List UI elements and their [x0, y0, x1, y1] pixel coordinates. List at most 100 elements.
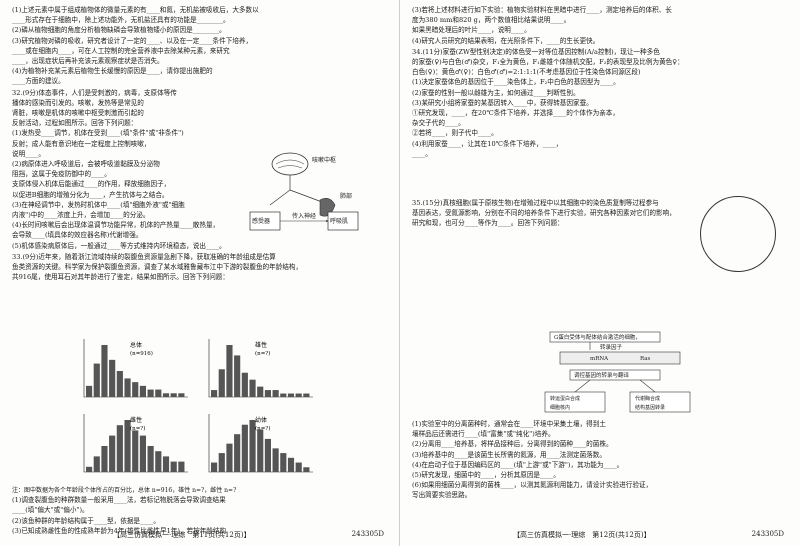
hist-bar — [226, 345, 233, 397]
hist-bar — [93, 363, 100, 397]
q35-after: (5)研究发现，细菌中的____，分析其原因是____。 — [412, 471, 560, 480]
hist-bar — [147, 446, 154, 472]
question-32: 32.(9分)体态事件，人们是受刺激的，病毒，支原体等传 播体的感染而引发的。咳… — [12, 89, 237, 200]
q34-line: ①研究发现，____，在20℃条件下培养，并选择____的个体作为亲本， — [412, 109, 619, 118]
right-column-bottom: (1)实验室中的分离菌种时，通常会在____环境中采集土壤，得到土 壤样品后还需… — [412, 420, 784, 502]
q35-after: 写出简要实验思路。 — [412, 491, 472, 500]
q32-line: 32.(9分)体态事件，人们是受刺激的，病毒，支原体等传 — [12, 88, 177, 97]
hist-bar — [101, 446, 108, 472]
hist-bar — [132, 382, 139, 397]
hist-title: 幼体 — [255, 416, 267, 424]
hist-bar — [249, 420, 256, 472]
q32-line: 内液")中的____浓度上升，会增加____的分泌。 — [12, 211, 150, 220]
footer-title: 【高三仿真模拟一·理综 第11页(共12页)】 — [113, 531, 251, 539]
q32-line: 反射；成人能有意识地在一定程度上控制咳嗽， — [12, 139, 151, 148]
q32-line: (1)发热受____调节，机体在受到____(填"条件"或"非条件") — [12, 129, 184, 138]
brain-label: 咳嗽中枢 — [312, 156, 336, 164]
hist-bar — [257, 386, 264, 397]
hist-bar — [116, 371, 123, 397]
brain-icon — [271, 152, 309, 176]
intro-line: (3)研究植物对磷的吸收，研究者设计了一定的____、以及在一定____条件下培… — [12, 36, 253, 45]
after-line: ____(填"偏大"或"偏小")。 — [12, 506, 89, 515]
after-line: (2)该鱼种群的年龄结构属于____型，依据是____。 — [12, 516, 160, 525]
left-column-bottom: 注：图中数据为各个年龄段个体所占的百分比，总体 n=916，雄性 n=?，雌性 … — [12, 486, 384, 537]
reflex-arc-svg: 咳嗽中枢 感受器 呼吸肌 肺部 传入神经 — [249, 152, 359, 231]
q32-line: 以促进B细胞的增殖分化为____，产生抗体与之结合。 — [12, 190, 169, 199]
hist-bar — [295, 462, 302, 472]
hist-bar — [241, 372, 248, 397]
hist-bar — [287, 393, 295, 397]
hist-bar — [101, 345, 108, 397]
left-column: (1)上述元素中属于组成植物体的微量元素的有____和氮，无机盐被吸收后，大多数… — [12, 6, 384, 283]
q34-line: (1)决定家蚕体色的基因位于____染色体上，F₂中白色的基因型为____。 — [412, 78, 620, 87]
q34-line: 白色(♀)：黄色♂(♀)：白色♂(♂)=2:1:1:1(不考虑基因位于性染色体同… — [412, 68, 641, 77]
q33-line: 鱼类资源的关键。科学家为保护裂腹鱼资源，调查了某水域雅鲁藏布江中下游的裂腹鱼的年… — [12, 263, 303, 272]
hist-bar — [162, 393, 170, 397]
q32-line: 播体的感染而引发的。咳嗽，发热等是常见的 — [12, 98, 144, 107]
hist-bar — [132, 430, 139, 472]
hist-bar — [93, 456, 100, 472]
intro-line: (2)磷从植物细胞的角度分析植物缺磷会导致植物矮小的原因是________。 — [12, 26, 226, 35]
right-footer: 【高三仿真模拟一·理综 第12页(共12页)】 243305D — [412, 530, 784, 540]
diagram-bottom2: 结构基因转录 — [635, 404, 665, 411]
answer-circle — [700, 196, 776, 272]
q35-after: (1)实验室中的分离菌种时，通常会在____环境中采集土壤，得到土 — [412, 420, 606, 428]
footer-title: 【高三仿真模拟一·理综 第12页(共12页)】 — [513, 531, 651, 539]
q35-after: (2)分离用____培养基，将样品接种后，分离得到的菌种____的菌株。 — [412, 440, 613, 449]
hist-bar — [139, 435, 146, 472]
column-divider — [399, 0, 400, 546]
hist-bar — [257, 429, 264, 472]
q35-line: 基因表达，受氮源影响，分别在不同的培养条件下进行实验，研究各种因素对它们的影响， — [412, 209, 676, 218]
hist-bar — [272, 448, 279, 472]
intro-line: ____，出现症状后再补充该元素观察症状是否消失。 — [12, 57, 164, 66]
q35-after: (4)在启动子位于基因编码区的____(填"上游"或"下游")，其功能为____… — [412, 460, 624, 469]
q32-continued: (3)在神经调节中，发热时机体中____(填"细胞外液"或"细胞 内液")中的_… — [12, 201, 384, 251]
hist-bar — [155, 451, 162, 472]
q33-line: 共916尾，使用耳石对其年龄进行了鉴定，结果如图所示。回答下列问题： — [12, 273, 229, 282]
intro-line: (4)为植物补充某元素后植物生长缓慢的原因是____，请你提出施肥的 — [12, 67, 213, 76]
nerve-label: 传入神经 — [292, 212, 316, 220]
hist-n: (n=?) — [255, 425, 270, 432]
diagram-box2: 代谢酶合成 — [635, 395, 660, 402]
hist-bar — [86, 385, 93, 397]
q33-line: 33.(9分)近年来，随着浙江流域持续的裂腹鱼资源量急剧下降，获取准确的年龄组成… — [12, 252, 276, 261]
hist-bar — [170, 393, 177, 397]
hist-bar — [178, 461, 185, 472]
hist-bar — [226, 443, 233, 472]
intro-line: ____或在细胞内____，可在人工控制的完全营养液中去除某种元素，来研究 — [12, 46, 230, 55]
q32-line: 反射活动，过程如图所示。回答下列问题： — [12, 119, 138, 128]
reflex-arc-figure: 咳嗽中枢 感受器 呼吸肌 肺部 传入神经 — [240, 150, 380, 242]
diagram-label3: Ras — [640, 356, 651, 362]
receptor-label: 感受器 — [252, 217, 270, 225]
hist-bar — [116, 425, 123, 472]
q32-line: (4)长时间咳嗽后会出现体温调节功能异常，机体的产热量____散热量， — [12, 221, 220, 230]
q34-line: ②若将____，则子代中____。 — [412, 129, 498, 138]
hist-bar — [178, 393, 185, 397]
intro-block: (1)上述元素中属于组成植物体的微量元素的有____和氮，无机盐被吸收后，大多数… — [12, 6, 384, 87]
hist-bar — [211, 390, 218, 397]
hist-title: 雄性 — [255, 341, 267, 349]
q34-line: 杂交子代的____。 — [412, 119, 465, 128]
right-line: 度为380 mm和820 g，两个数值相比结果说明____。 — [412, 16, 571, 25]
hist-bar — [280, 453, 287, 472]
question-33: 33.(9分)近年来，随着浙江流域持续的裂腹鱼资源量急剧下降，获取准确的年龄组成… — [12, 253, 384, 283]
hist-bar — [272, 390, 279, 397]
q32-line: 说明____。 — [12, 149, 45, 158]
hist-n: (n=916) — [130, 350, 153, 357]
q34-line: (4)利用家蚕____，让其在10℃条件下培养，____， — [412, 139, 563, 148]
hist-bar — [218, 453, 225, 472]
diagram-label1: 转录因子 — [600, 343, 623, 351]
hist-bar — [249, 379, 256, 397]
diagram-bottom1: 细胞核内 — [550, 404, 570, 411]
q32-line: (2)病原体进入呼吸道后，会被呼吸道黏膜及分泌物 — [12, 160, 160, 169]
q32-line: 阻挡，这属于免疫防御中的____。 — [12, 170, 111, 179]
histogram-grid: 总体(n=916)雄性(n=?)雌性(n=?)幼体(n=?) — [70, 335, 320, 485]
gene-diagram-svg: G蛋白受体与配体结合激活的细胞， 转录因子 mRNA Ras 调控基因的转录与翻… — [544, 331, 691, 413]
hist-bar — [241, 424, 248, 472]
hist-title: 雌性 — [130, 416, 142, 424]
gene-regulation-diagram: G蛋白受体与配体结合激活的细胞， 转录因子 mRNA Ras 调控基因的转录与翻… — [530, 330, 710, 415]
right-top-block: (3)若将上述材料进行如下实验：植物实验材料在黑暗中进行____，测定培养后的体… — [412, 6, 784, 46]
q34-line: (2)家蚕的性别一般以雌雄为主，如何通过____判断性别。 — [412, 88, 580, 97]
hist-bar — [303, 393, 310, 397]
